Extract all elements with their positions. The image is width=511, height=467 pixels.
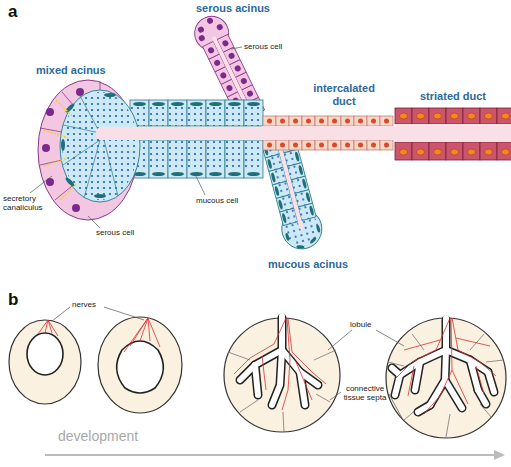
structure-title: striated duct xyxy=(420,90,486,103)
structure-title: intercalated duct xyxy=(312,82,376,107)
part-label: connective tissue septa xyxy=(340,384,390,402)
cell-label: serous cell xyxy=(96,228,134,237)
structure-title: mixed acinus xyxy=(36,64,106,77)
cell-label: serous cell xyxy=(244,42,282,51)
cell-label: mucous cell xyxy=(196,196,238,205)
development-arrow xyxy=(45,450,505,460)
part-label: secretory canaliculus xyxy=(3,194,53,212)
structure-title: serous acinus xyxy=(196,2,270,15)
gland-development xyxy=(9,316,506,438)
duct-lumen xyxy=(96,124,511,142)
panel-letter: b xyxy=(8,290,18,310)
leader-lines xyxy=(52,307,404,418)
leader-lines xyxy=(30,47,242,228)
mixed-acinus xyxy=(38,80,140,220)
panel-letter: a xyxy=(8,2,17,22)
part-label: nerves xyxy=(72,300,96,309)
axis-label: development xyxy=(58,428,138,444)
part-label: lobule xyxy=(350,320,371,329)
structure-title: mucous acinus xyxy=(268,258,348,271)
